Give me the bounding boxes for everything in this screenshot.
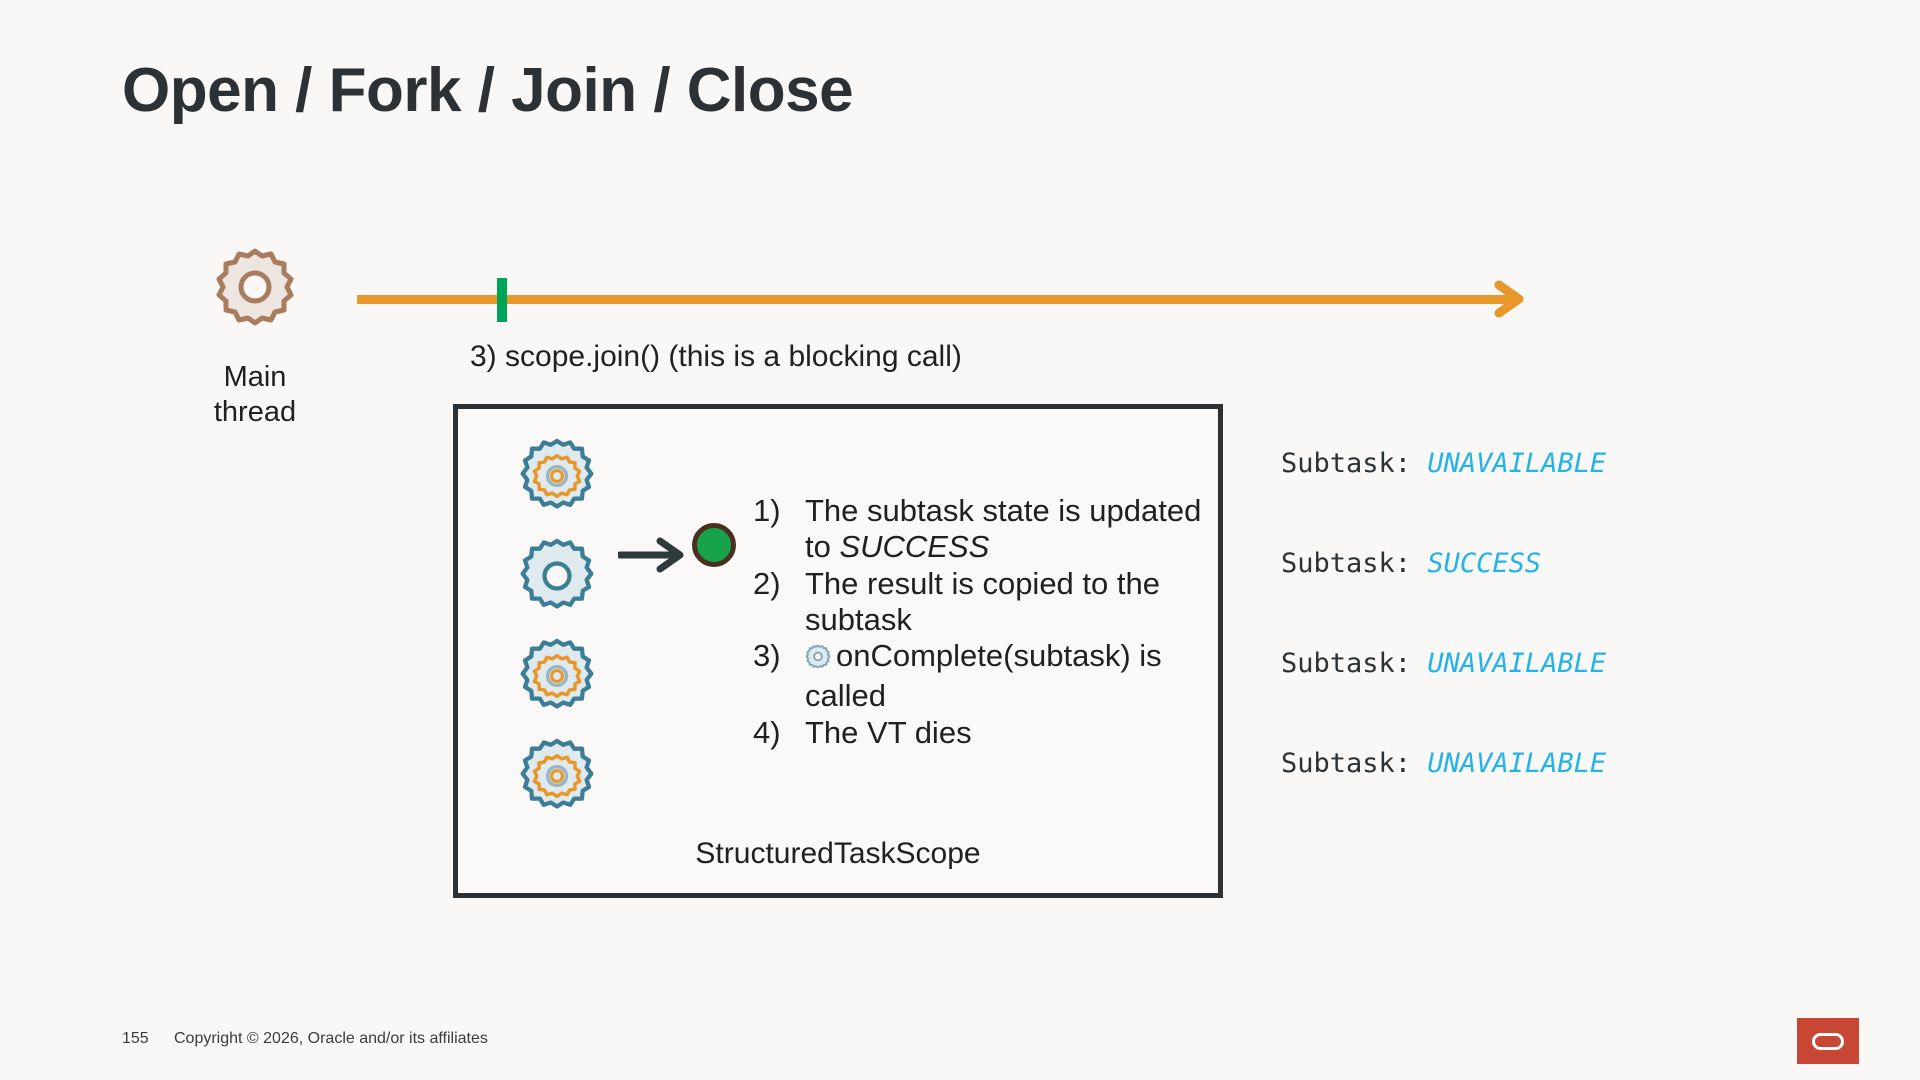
main-thread-label: Main thread xyxy=(195,360,315,431)
list-item: 4) The VT dies xyxy=(753,715,1203,751)
arrow-right-icon xyxy=(616,537,688,573)
list-item: 2) The result is copied to the subtask xyxy=(753,566,1203,639)
step-text-emphasis: SUCCESS xyxy=(839,529,990,565)
gear-icon xyxy=(805,642,831,678)
join-tick-marker xyxy=(497,278,507,322)
gear-icon xyxy=(195,243,315,348)
step-text-plain: The subtask state is updated to xyxy=(805,493,1202,565)
step-list: 1) The subtask state is updated to SUCCE… xyxy=(753,493,1203,751)
step-text: The result is copied to the subtask xyxy=(805,565,1160,637)
oracle-oval-icon xyxy=(1812,1032,1844,1050)
copyright-text: Copyright © 2026, Oracle and/or its affi… xyxy=(174,1030,488,1047)
page-title: Open / Fork / Join / Close xyxy=(122,56,854,125)
step-text-plain: onComplete(subtask) is called xyxy=(805,638,1162,714)
status-value: UNAVAILABLE xyxy=(1427,748,1607,779)
status-badge: Subtask: SUCCESS xyxy=(1281,548,1606,648)
step-text: The subtask state is updated to SUCCESS xyxy=(805,493,1203,566)
status-key: Subtask: xyxy=(1281,548,1428,579)
timeline-axis xyxy=(357,295,1517,304)
step-number: 1) xyxy=(753,493,781,528)
page-number: 155 xyxy=(122,1030,149,1047)
status-key: Subtask: xyxy=(1281,748,1428,779)
main-thread-label-line1: Main xyxy=(223,361,287,393)
status-badge: Subtask: UNAVAILABLE xyxy=(1281,748,1606,848)
status-badge: Subtask: UNAVAILABLE xyxy=(1281,448,1606,548)
step-number: 4) xyxy=(753,714,781,750)
list-item: 1) The subtask state is updated to SUCCE… xyxy=(753,493,1203,566)
structured-task-scope-box: 1) The subtask state is updated to SUCCE… xyxy=(453,404,1223,898)
main-thread-group: Main thread xyxy=(195,243,315,431)
status-key: Subtask: xyxy=(1281,448,1428,479)
gear-running-3 xyxy=(518,637,598,715)
gear-running-1 xyxy=(518,437,598,515)
footer: 155 Copyright © 2026, Oracle and/or its … xyxy=(122,1030,488,1048)
step-number: 2) xyxy=(753,565,781,601)
join-caption: 3) scope.join() (this is a blocking call… xyxy=(470,340,962,373)
step-text: The VT dies xyxy=(805,714,972,750)
step-number: 3) xyxy=(753,638,781,674)
status-value: UNAVAILABLE xyxy=(1427,648,1607,679)
timeline xyxy=(357,270,1577,330)
gear-completing-2 xyxy=(518,537,598,615)
gear-running-4 xyxy=(518,737,598,815)
status-value: SUCCESS xyxy=(1427,548,1542,579)
status-key: Subtask: xyxy=(1281,648,1428,679)
status-value: UNAVAILABLE xyxy=(1427,448,1607,479)
step-text: onComplete(subtask) is called xyxy=(805,638,1203,715)
oracle-logo xyxy=(1797,1018,1859,1064)
subtask-gear-column xyxy=(518,437,598,837)
list-item: 3) onComplete(subtask) is called xyxy=(753,638,1203,715)
arrow-right-icon xyxy=(1485,275,1533,323)
main-thread-label-line2: thread xyxy=(213,396,297,429)
status-badge: Subtask: UNAVAILABLE xyxy=(1281,648,1606,748)
green-result-dot xyxy=(692,523,736,567)
subtask-status-list: Subtask: UNAVAILABLE Subtask: SUCCESS Su… xyxy=(1281,448,1606,848)
scope-box-label: StructuredTaskScope xyxy=(695,837,981,870)
